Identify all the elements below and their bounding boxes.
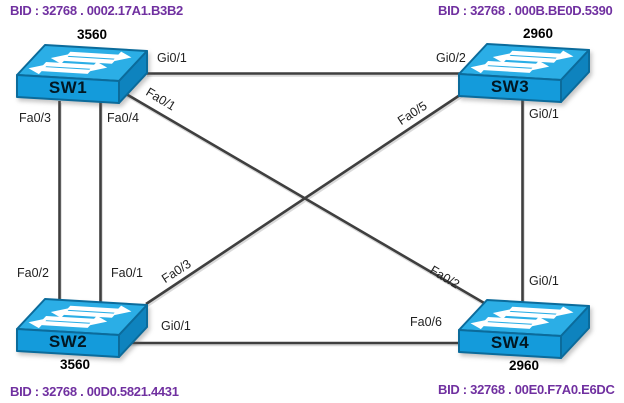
bid-label-sw2: BID : 32768 . 00D0.5821.4431 (10, 384, 179, 399)
port-label: Fa0/3 (19, 111, 51, 125)
port-label: Gi0/2 (436, 51, 466, 65)
switch-name: SW1 (48, 78, 88, 97)
link-sw3-sw2 (145, 91, 464, 306)
switch-name: SW3 (490, 77, 530, 96)
port-label: Fa0/6 (410, 315, 442, 329)
bid-label-sw4: BID : 32768 . 00E0.F7A0.E6DC (438, 382, 615, 397)
model-label-sw1: 3560 (76, 27, 108, 42)
switch-sw4: SW4 (457, 297, 591, 360)
switch-sw1: SW1 (15, 42, 149, 105)
bid-label-sw3: BID : 32768 . 000B.BE0D.5390 (438, 3, 613, 18)
switch-sw3: SW3 (457, 41, 591, 104)
model-label-sw4: 2960 (508, 358, 540, 373)
port-label: Gi0/1 (529, 274, 559, 288)
model-label-sw2: 3560 (59, 357, 91, 372)
switch-sw2: SW2 (15, 296, 149, 359)
port-label: Gi0/1 (529, 107, 559, 121)
port-label: Fa0/2 (17, 266, 49, 280)
port-label: Fa0/4 (107, 111, 139, 125)
bid-label-sw1: BID : 32768 . 0002.17A1.B3B2 (10, 3, 183, 18)
port-label: Gi0/1 (161, 319, 191, 333)
port-label: Gi0/1 (157, 51, 187, 65)
port-label: Fa0/1 (111, 266, 143, 280)
switch-name: SW2 (48, 332, 88, 351)
switch-name: SW4 (490, 333, 530, 352)
model-label-sw3: 2960 (522, 26, 554, 41)
